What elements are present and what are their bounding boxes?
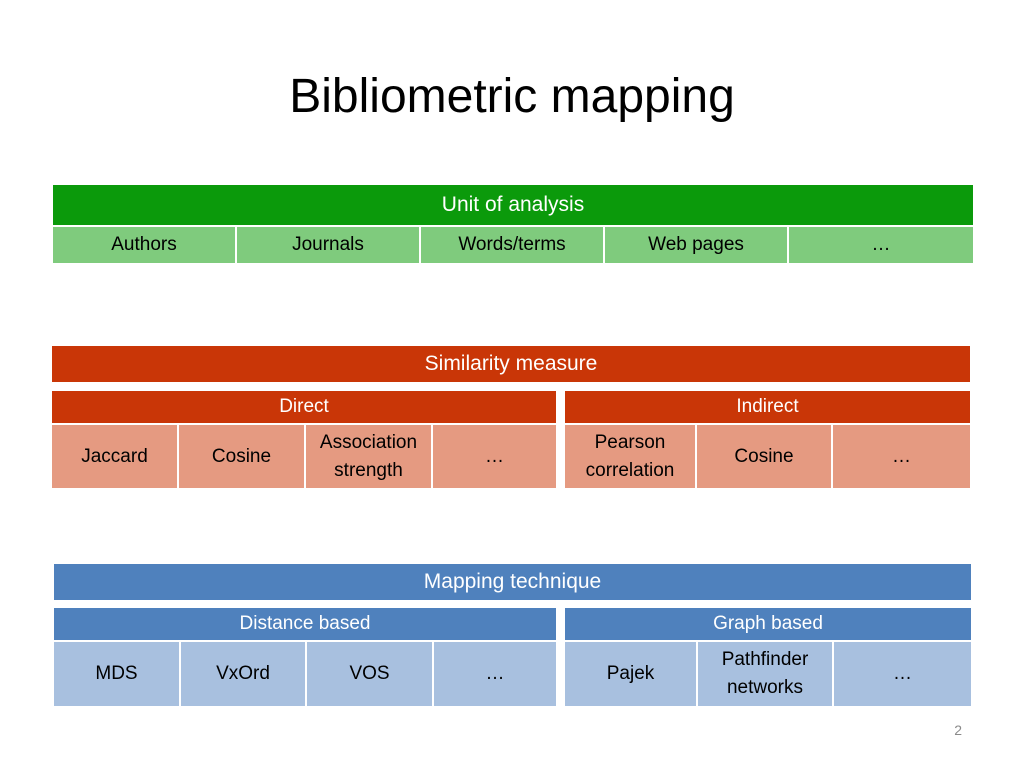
distance-mds-cell: MDS [54,642,181,706]
graph-pathfinder-networks-cell: Pathfinder networks [698,642,834,706]
indirect-more-cell: … [833,425,970,488]
unit-of-analysis-header: Unit of analysis [53,185,973,225]
unit-more-cell: … [789,227,973,263]
direct-jaccard-cell: Jaccard [52,425,179,488]
page-number: 2 [954,722,962,738]
distance-based-header: Distance based [54,608,556,640]
distance-more-cell: … [434,642,556,706]
indirect-header: Indirect [565,391,970,423]
mapping-technique-header: Mapping technique [54,564,971,600]
graph-more-cell: … [834,642,971,706]
direct-cosine-cell: Cosine [179,425,306,488]
direct-association-strength-cell: Association strength [306,425,433,488]
indirect-pearson-correlation-cell: Pearson correlation [565,425,697,488]
direct-more-cell: … [433,425,556,488]
indirect-cosine-cell: Cosine [697,425,833,488]
direct-header: Direct [52,391,556,423]
similarity-measure-header: Similarity measure [52,346,970,382]
distance-vos-cell: VOS [307,642,434,706]
unit-authors-cell: Authors [53,227,237,263]
distance-vxord-cell: VxOrd [181,642,307,706]
graph-pajek-cell: Pajek [565,642,698,706]
graph-based-header: Graph based [565,608,971,640]
unit-journals-cell: Journals [237,227,421,263]
unit-web-pages-cell: Web pages [605,227,789,263]
slide-title: Bibliometric mapping [289,70,735,123]
unit-words-terms-cell: Words/terms [421,227,605,263]
